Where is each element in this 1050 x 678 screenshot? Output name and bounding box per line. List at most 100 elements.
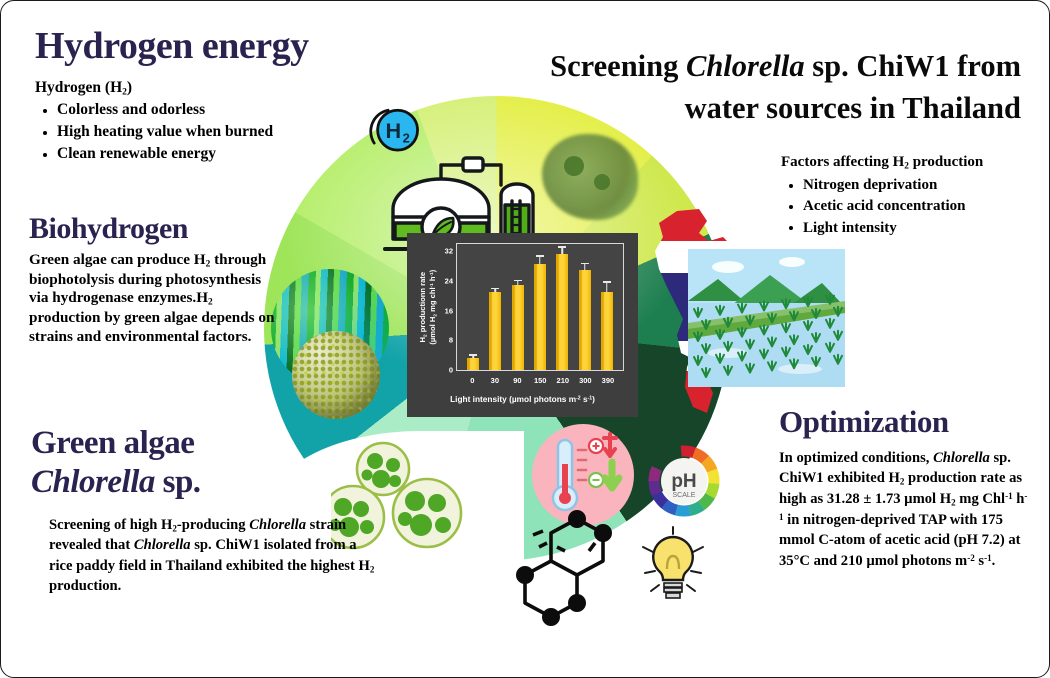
green-algae-title: Green algae [31,425,195,461]
chart-bar-group [578,244,591,370]
chart-bar [556,254,569,370]
chart-y-tick: 32 [444,246,453,256]
biohydrogen-paragraph: Green algae can produce H2 through bioph… [29,250,275,345]
algae-clump-cell-b [594,174,610,190]
optimization-title: Optimization [779,404,949,439]
bullet-item: Clean renewable energy [35,145,365,164]
chart-bar-group [467,244,480,370]
rice-paddy-illustration [688,249,845,387]
chart-error-cap [469,354,478,356]
chart-error-bar [472,355,474,358]
chart-y-tick: 0 [448,365,453,375]
algae-clump-cell-a [564,156,584,176]
green-algae-species-italic: Chlorella [31,463,155,500]
algae-clump-blur [542,134,638,220]
h2-badge-sublabel: 2 [403,130,410,145]
chart-bar-group [533,244,546,370]
h2-badge-label: H [385,118,401,143]
temperature-icon-circle [532,424,634,526]
optimization-paragraph: In optimized conditions, Chlorella sp. C… [779,449,1028,570]
factors-header-suffix: production [908,154,984,170]
chart-x-tick: 390 [601,376,615,385]
y-axis-line2: (µmol H2 mg chl-1 h-1) [428,269,438,345]
bullet-item: Light intensity [781,219,1031,237]
chart-y-tick: 24 [444,276,453,286]
chart-bar-group [511,244,524,370]
chart-error-cap [491,287,500,290]
green-algae-subtitle: Chlorella sp. [31,463,376,500]
chlorella-cells-illustration [331,441,463,550]
chart-bar [533,264,546,370]
factors-header-sub: 2 [904,161,909,172]
chart-bar [489,292,502,370]
hydrogen-subtitle-prefix: Hydrogen (H [35,78,123,96]
title-line-2: water sources in Thailand [684,91,1021,126]
chart-bar-group [556,244,569,370]
bullet-item: Nitrogen deprivation [781,176,1031,194]
bullet-item: Acetic acid concentration [781,197,1031,215]
ph-scale-icon: pH SCALE [648,445,720,517]
chart-error-cap [513,279,522,282]
chart-error-cap [602,281,611,283]
algae-colony-photo [292,331,380,419]
title-part-2: sp. ChiW1 from [804,49,1021,83]
chart-x-tick: 210 [556,376,570,385]
chart-x-tick: 150 [533,376,547,385]
chart-x-tick: 30 [490,376,500,385]
section-optimization: Optimization In optimized conditions, Ch… [779,404,1031,572]
chart-y-axis-label: H2 productionn rate (µmol H2 mg chl-1 h-… [413,243,443,371]
chart-bar-group [489,244,502,370]
thermometer-icon [551,432,623,512]
chart-error-bar [516,281,519,285]
biohydrogen-title: Biohydrogen [29,212,189,245]
chart-x-axis-label: Light intensity (µmol photons m-2 s-1) [450,394,595,404]
light-bulb-icon [642,526,704,599]
chart-bar [467,357,480,370]
ph-sublabel: SCALE [673,492,696,499]
chart-x-tick: 0 [470,376,475,385]
chart-y-tick: 16 [444,306,453,316]
bullet-item: High heating value when burned [35,123,365,142]
h2-badge-icon: H 2 [369,108,419,152]
chart-bar [511,284,524,370]
section-green-algae: Green algae Chlorella sp. Screening of h… [31,426,376,596]
hydrogen-subtitle-sub: 2 [122,86,127,98]
ph-label: pH [671,471,696,492]
chart-y-tick: 8 [448,335,453,345]
chart-x-tick: 300 [579,376,592,385]
bullet-item: Colorless and odorless [35,101,365,120]
chart-error-cap [558,246,567,248]
chart-error-cap [535,255,544,257]
chart-bar [578,269,591,370]
chart-bars [457,244,623,370]
chart-error-bar [606,282,608,293]
green-algae-paragraph: Screening of high H2-producing Chlorella… [49,517,375,594]
chart-error-bar [583,264,586,270]
y-axis-line1: H2 productionn rate [417,271,428,343]
page-title: Screening Chlorella sp. ChiW1 from water… [441,45,1021,129]
h2-production-bar-chart: H2 productionn rate (µmol H2 mg chl-1 h-… [407,233,638,417]
chart-bar [600,292,613,370]
hydrogen-subtitle-suffix: ) [126,78,133,96]
hydrogen-energy-subtitle: Hydrogen (H2) [35,79,365,98]
green-algae-sp: sp. [154,463,201,500]
chart-error-bar [561,247,564,255]
section-factors: Factors affecting H2 production Nitrogen… [781,153,1031,240]
title-part-1: Screening [550,49,686,83]
chart-error-bar [494,289,497,293]
factors-header: Factors affecting H2 production [781,153,1031,173]
chart-x-ticks: 0 30 90 150 210 300 390 [456,376,624,388]
factors-header-prefix: Factors affecting H [781,154,905,170]
section-biohydrogen: Biohydrogen Green algae can produce H2 t… [29,213,279,346]
chart-error-bar [539,256,541,265]
chart-plot-area: 0 8 16 24 32 [445,243,624,375]
hydrogen-energy-title: Hydrogen energy [35,25,309,67]
section-hydrogen-energy: Hydrogen energy Hydrogen (H2) Colorless … [35,25,365,167]
title-species-italic: Chlorella [686,49,805,83]
molecule-structure-icon [516,510,612,626]
chart-bar-group [600,244,613,370]
chart-x-tick: 90 [513,376,522,385]
